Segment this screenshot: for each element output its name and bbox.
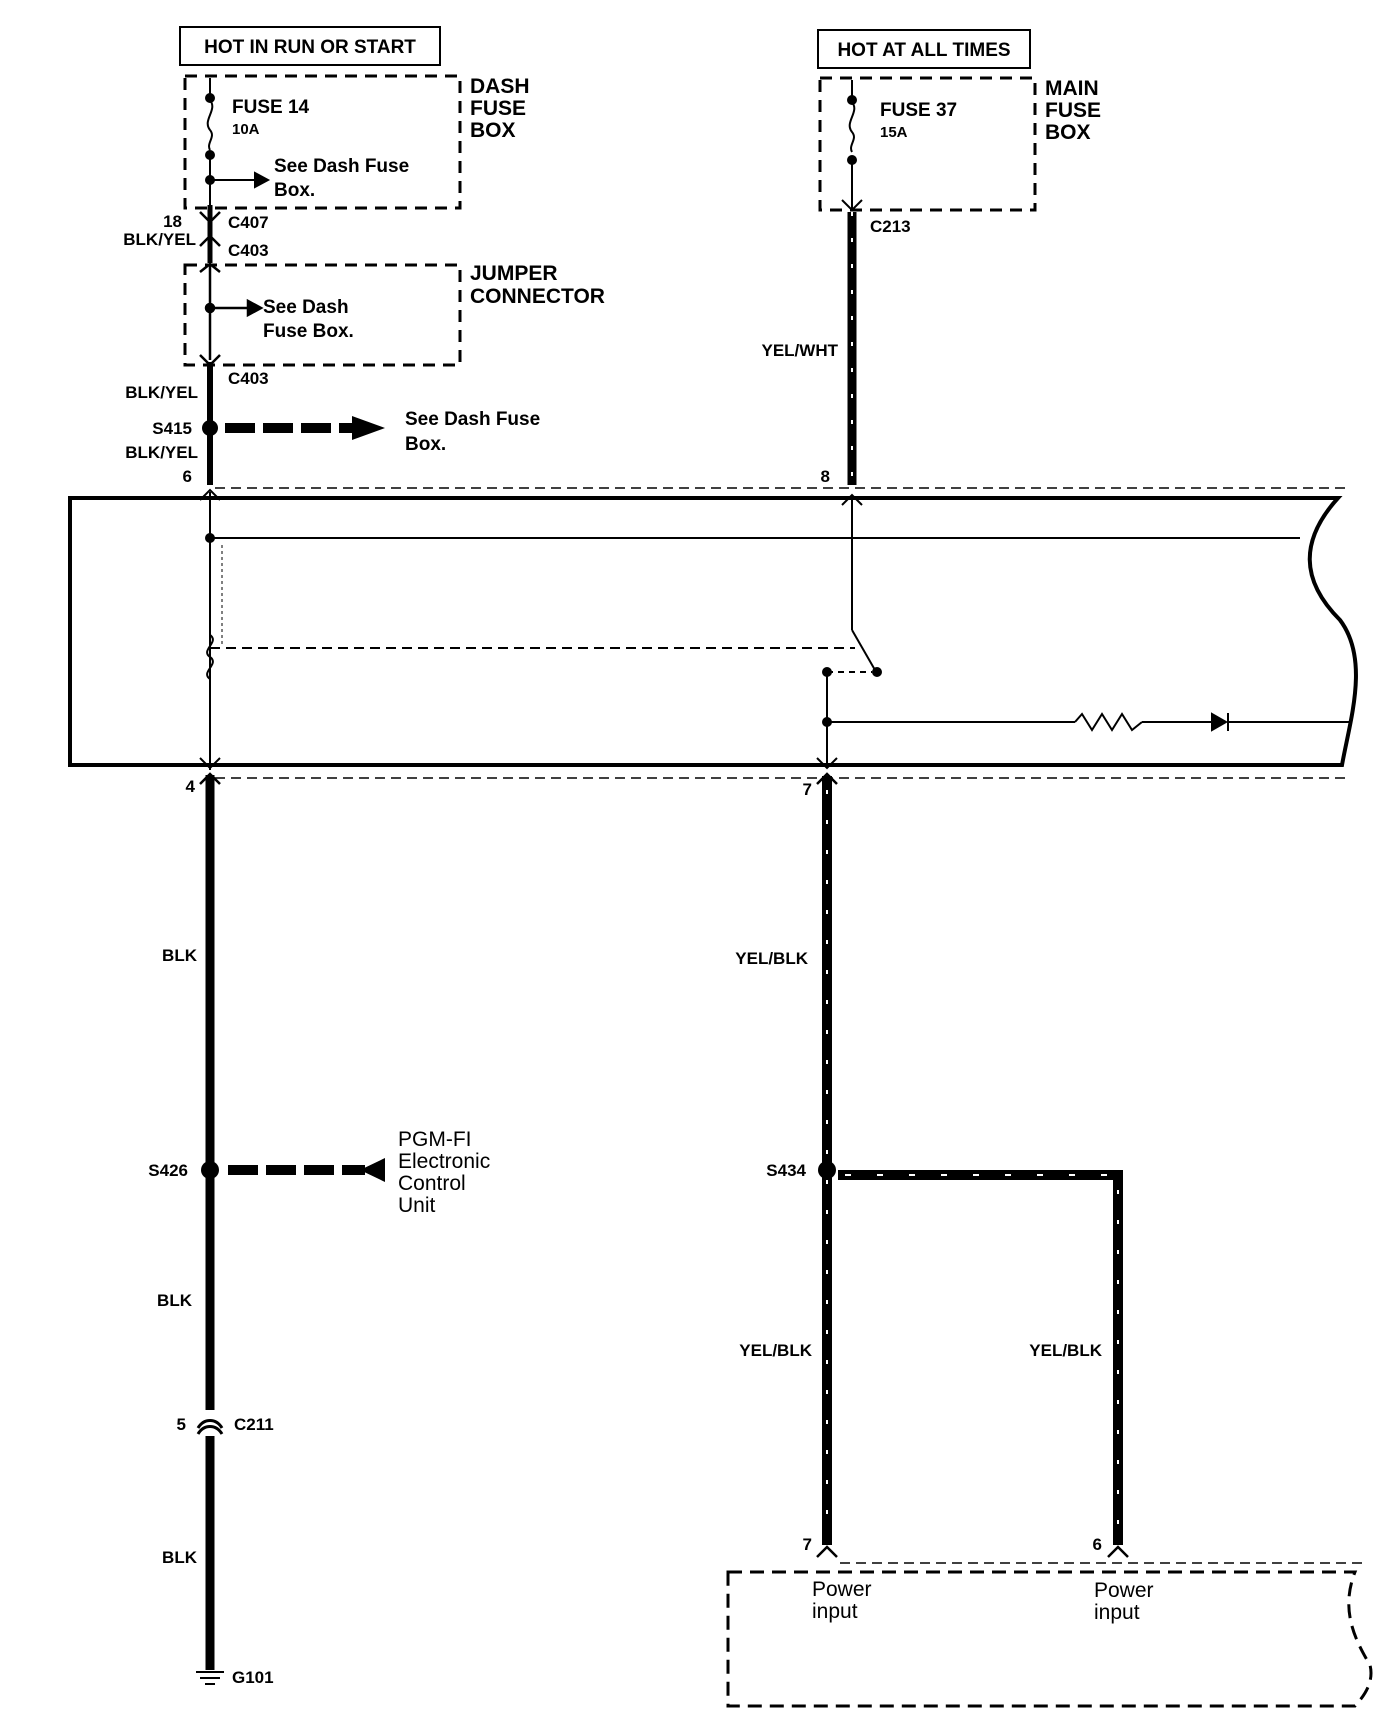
dash-fuse-box-outline [183, 74, 462, 210]
hot-in-run-or-start-box: HOT IN RUN OR START [179, 26, 441, 66]
fuse-14-rating: 10A [232, 121, 260, 138]
svg-text:input: input [1094, 1601, 1140, 1624]
jumper-title-1: JUMPER [470, 262, 558, 285]
g101-label: G101 [232, 1668, 274, 1687]
hot-at-all-times-box: HOT AT ALL TIMES [817, 29, 1031, 69]
c211-label: C211 [234, 1415, 274, 1434]
see-dash-fuse-1-line2: Box. [274, 180, 315, 201]
wire-yel-wht: YEL/WHT [762, 341, 839, 360]
main-fuse-box-outline [818, 76, 1037, 212]
svg-text:BOX: BOX [1045, 121, 1091, 144]
jumper-title-2: CONNECTOR [470, 285, 605, 308]
blk-ground-wire [196, 772, 224, 1670]
pgm-fi-label: PGM-FI Electronic Control Unit [398, 1128, 490, 1217]
bottom-component-outline [726, 1570, 1373, 1708]
wire-blk-yel-1: BLK/YEL [123, 230, 196, 249]
svg-text:DASH: DASH [470, 75, 530, 98]
power-input-2-label: Power input [1094, 1579, 1154, 1624]
module-left-internal-circuit [199, 488, 1300, 770]
wire-blk-yel-3: BLK/YEL [125, 443, 198, 462]
yel-blk-wire-main [816, 772, 838, 1545]
fuse-37-rating: 15A [880, 124, 908, 141]
jumper-wire-icon [199, 262, 264, 367]
svg-text:BOX: BOX [470, 119, 516, 142]
see-dash-fuse-2-line2: Fuse Box. [263, 321, 354, 342]
main-fuse-box-title: MAIN FUSE BOX [1045, 77, 1101, 144]
svg-text:FUSE: FUSE [470, 97, 526, 120]
wire-blk-yel-2: BLK/YEL [125, 383, 198, 402]
bottom-pin-7-label: 7 [803, 1535, 812, 1554]
svg-text:Power: Power [812, 1578, 872, 1601]
pin-5-label: 5 [177, 1415, 186, 1434]
s415-splice-icon [202, 420, 218, 436]
svg-text:Electronic: Electronic [398, 1150, 490, 1173]
fuse-14-icon [205, 78, 271, 205]
fuse-37-label: FUSE 37 [880, 100, 957, 121]
c403-bottom-label: C403 [228, 369, 269, 388]
s434-label: S434 [766, 1161, 806, 1180]
jumper-connector-outline [183, 263, 462, 367]
wire-yel-blk-3: YEL/BLK [1029, 1341, 1102, 1360]
wire-blk-1: BLK [162, 946, 198, 965]
bottom-pin-6-label: 6 [1093, 1535, 1102, 1554]
hot-in-run-label: HOT IN RUN OR START [204, 37, 416, 58]
s426-arrow-icon [228, 1158, 385, 1182]
svg-text:Control: Control [398, 1172, 466, 1195]
power-input-1-label: Power input [812, 1578, 872, 1623]
dash-fuse-box-title: DASH FUSE BOX [470, 75, 530, 142]
module-right-internal-circuit [816, 493, 1350, 770]
svg-text:input: input [812, 1600, 858, 1623]
s434-splice-icon [818, 1161, 836, 1179]
pin-7-label: 7 [803, 780, 812, 799]
svg-text:PGM-FI: PGM-FI [398, 1128, 472, 1151]
svg-text:Power: Power [1094, 1579, 1154, 1602]
s415-arrow-icon [225, 416, 385, 440]
ground-icon [196, 1671, 224, 1685]
see-dash-fuse-1-line1: See Dash Fuse [274, 156, 409, 177]
wire-blk-2: BLK [157, 1291, 193, 1310]
pin-18-label: 18 [163, 212, 182, 231]
svg-text:MAIN: MAIN [1045, 77, 1099, 100]
see-dash-fuse-3-line2: Box. [405, 434, 446, 455]
wire-yel-blk-1: YEL/BLK [735, 949, 808, 968]
c407-connector-icon [199, 205, 221, 263]
wire-yel-blk-2: YEL/BLK [739, 1341, 812, 1360]
svg-text:Unit: Unit [398, 1194, 436, 1217]
s426-label: S426 [148, 1161, 188, 1180]
c403-top-label: C403 [228, 241, 269, 260]
pin-6-label: 6 [183, 467, 192, 486]
svg-text:FUSE: FUSE [1045, 99, 1101, 122]
fuse-14-label: FUSE 14 [232, 97, 310, 118]
s426-splice-icon [201, 1161, 219, 1179]
c213-label: C213 [870, 217, 911, 236]
pin-4-label: 4 [186, 777, 196, 796]
hot-at-all-times-label: HOT AT ALL TIMES [837, 40, 1010, 61]
see-dash-fuse-3-line1: See Dash Fuse [405, 409, 540, 430]
wire-blk-3: BLK [162, 1548, 198, 1567]
power-input-6-connector-icon [1107, 1545, 1129, 1558]
power-input-7-connector-icon [816, 1545, 838, 1558]
yel-blk-branch-wire [838, 1170, 1123, 1545]
s415-label: S415 [152, 419, 192, 438]
fuse-37-icon [841, 80, 863, 212]
pin-8-label: 8 [821, 467, 830, 486]
c407-label: C407 [228, 213, 269, 232]
see-dash-fuse-2-line1: See Dash [263, 297, 349, 318]
module-body-outline [68, 496, 1358, 767]
